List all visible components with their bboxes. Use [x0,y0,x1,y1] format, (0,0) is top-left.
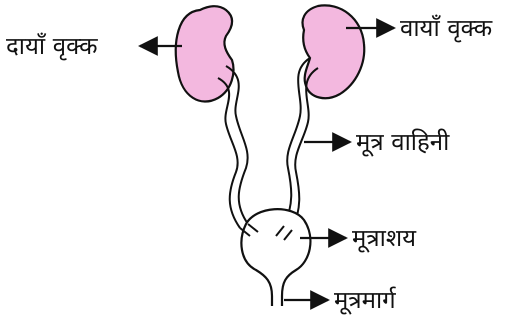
label-urethra: मूत्रमार्ग [334,286,396,314]
label-ureter: मूत्र वाहिनी [356,128,449,156]
left-kidney-shape [303,5,365,98]
right-kidney-shape [176,6,234,101]
bladder-shape [241,209,310,306]
label-right-kidney: दायाँ वृक्क [6,32,98,60]
label-bladder: मूत्राशय [352,224,416,252]
label-left-kidney: वायाँ वृक्क [400,14,492,42]
